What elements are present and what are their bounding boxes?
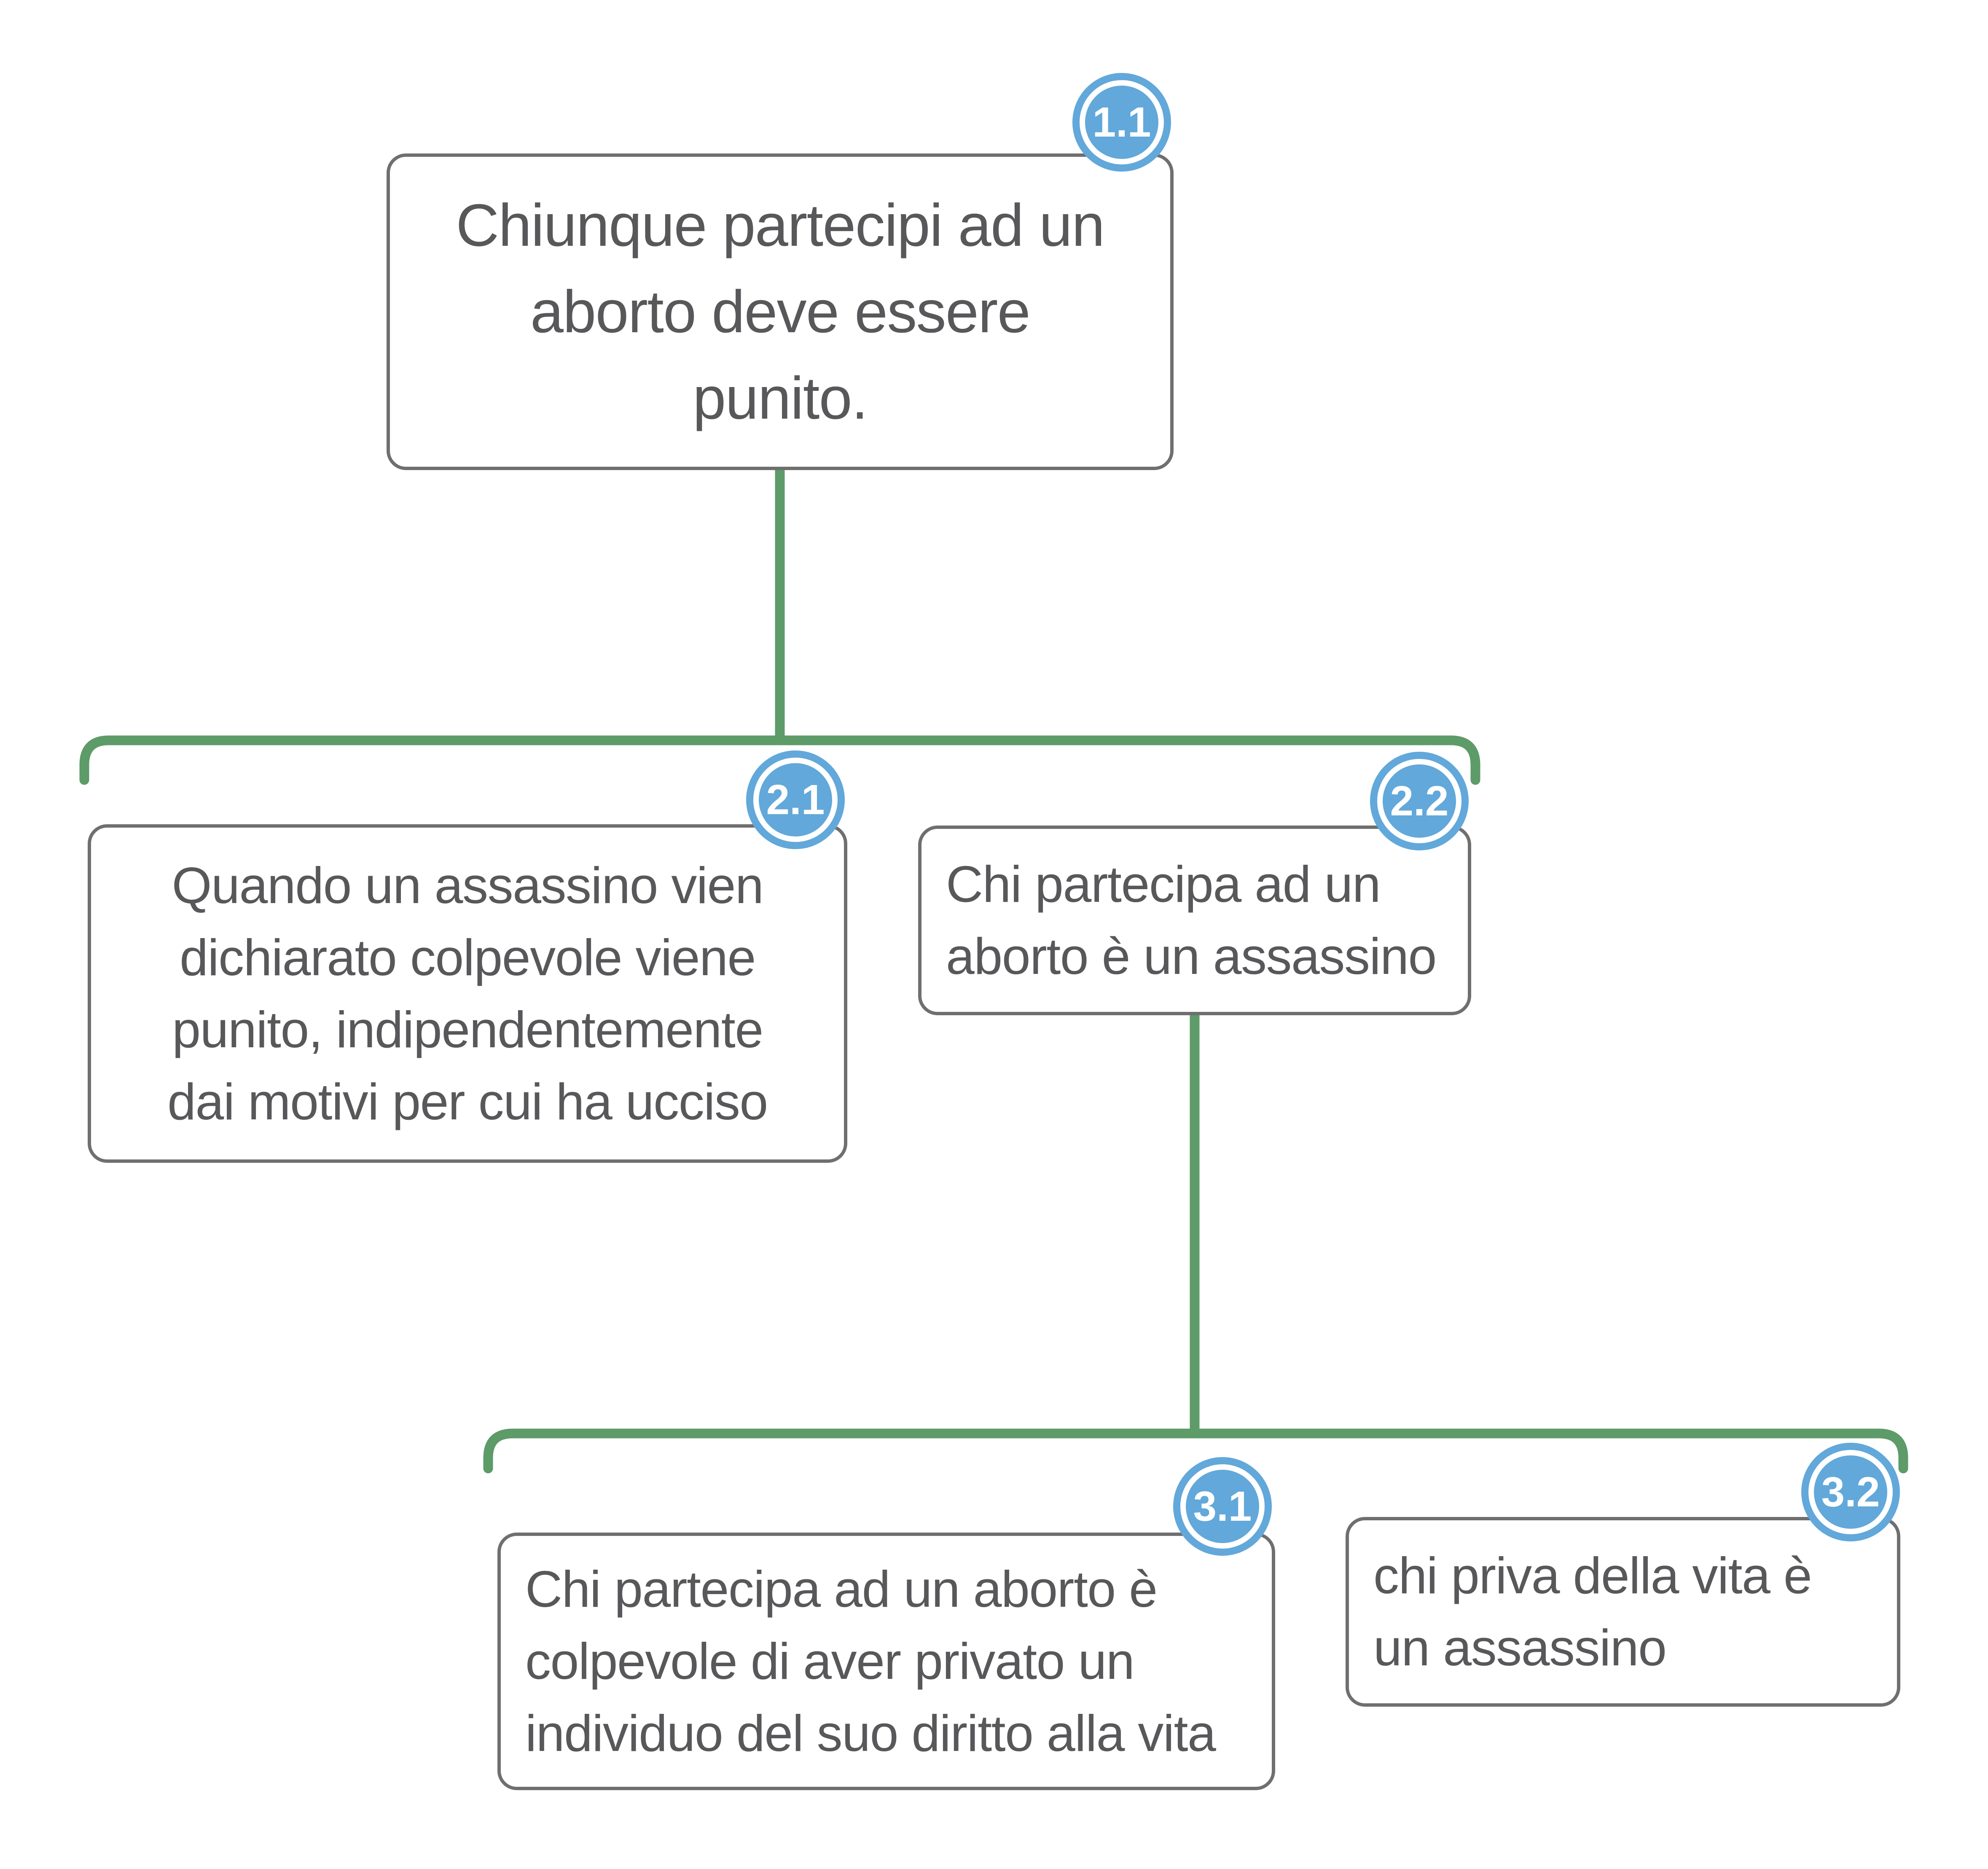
node-box-2-2[interactable]: Chi partecipa ad un aborto è un assassin…	[918, 826, 1471, 1015]
badge-label: 1.1	[1092, 98, 1151, 146]
node-box-3-2[interactable]: chi priva della vita è un assassino	[1346, 1517, 1900, 1707]
badge-label: 3.2	[1821, 1468, 1880, 1516]
badge-label: 2.1	[766, 776, 825, 823]
connector-bracket-level-3	[483, 1428, 1908, 1474]
node-text: chi priva della vita è un assassino	[1373, 1547, 1812, 1676]
badge-label: 3.1	[1193, 1482, 1252, 1530]
connector-bracket-level-2	[79, 735, 1480, 785]
node-number-badge-3-1: 3.1	[1173, 1457, 1272, 1556]
node-text: Chiunque partecipi ad un aborto deve ess…	[456, 192, 1105, 432]
badge-label: 2.2	[1390, 777, 1449, 825]
node-box-2-1[interactable]: Quando un assassino vien dichiarato colp…	[88, 824, 847, 1163]
node-text: Quando un assassino vien dichiarato colp…	[167, 856, 768, 1130]
node-number-badge-2-1: 2.1	[746, 750, 845, 849]
node-box-1-1[interactable]: Chiunque partecipi ad un aborto deve ess…	[387, 153, 1174, 470]
node-text: Chi partecipa ad un aborto è un assassin…	[946, 855, 1437, 985]
node-text: Chi partecipa ad un aborto è colpevole d…	[525, 1560, 1216, 1762]
node-number-badge-1-1: 1.1	[1072, 73, 1171, 172]
node-number-badge-2-2: 2.2	[1370, 752, 1469, 850]
node-box-3-1[interactable]: Chi partecipa ad un aborto è colpevole d…	[497, 1533, 1275, 1790]
node-number-badge-3-2: 3.2	[1801, 1443, 1900, 1541]
